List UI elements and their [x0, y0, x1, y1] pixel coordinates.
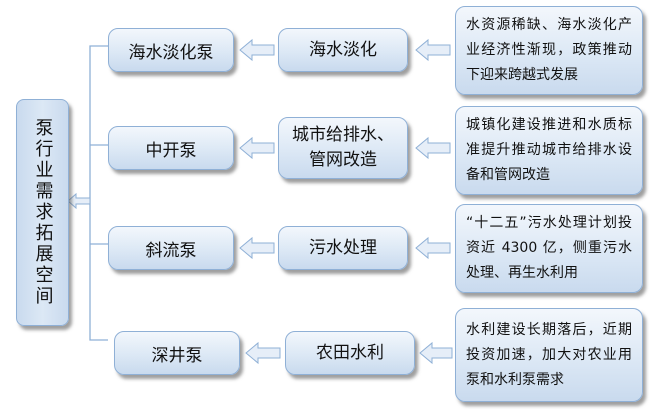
- arrow-left-icon: [239, 236, 275, 260]
- driver-box-row2: 城市给排水、管网改造: [278, 117, 408, 179]
- arrow-left-icon: [419, 341, 453, 365]
- category-box-row1: 海水淡化泵: [108, 28, 234, 72]
- arrow-left-icon: [239, 136, 275, 160]
- arrow-left-icon: [415, 38, 451, 62]
- root-arrow-icon: [67, 192, 91, 210]
- category-box-row3: 斜流泵: [108, 226, 234, 270]
- arrow-left-icon: [239, 38, 275, 62]
- description-box-row4: 水利建设长期落后，近期投资加速，加大对农业用泵和水利泵需求: [455, 308, 643, 402]
- description-box-row2: 城镇化建设推进和水质标准提升推动城市给排水设备和管网改造: [455, 106, 643, 195]
- arrow-left-icon: [245, 341, 281, 365]
- tree-connector: [89, 45, 108, 341]
- description-box-row1: 水资源稀缺、海水淡化产业经济性渐现，政策推动下迎来跨越式发展: [455, 6, 643, 95]
- category-box-row4: 深井泵: [114, 331, 240, 375]
- driver-box-row4: 农田水利: [285, 331, 415, 375]
- category-box-row2: 中开泵: [108, 126, 234, 170]
- root-box: 泵行业需求拓展空间: [16, 99, 69, 326]
- driver-box-row1: 海水淡化: [278, 28, 408, 72]
- arrow-left-icon: [415, 236, 451, 260]
- arrow-left-icon: [415, 136, 451, 160]
- driver-box-row3: 污水处理: [278, 226, 408, 270]
- description-box-row3: “十二五”污水处理计划投资近 4300 亿，侧重污水处理、再生水利用: [455, 204, 643, 293]
